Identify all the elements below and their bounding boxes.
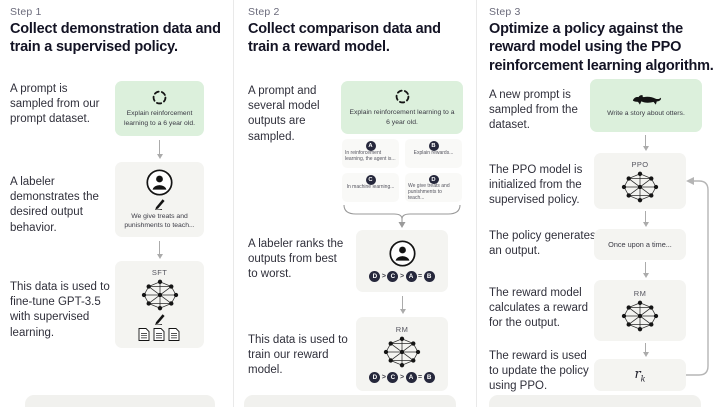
output-cell-a: A In reinforcement learning, the agent i…: [342, 139, 399, 168]
output-text-d: We give treats and punishments to teach.…: [408, 183, 450, 202]
person-in-circle-icon: [388, 240, 416, 267]
step2-outputs-grid: A In reinforcement learning, the agent i…: [342, 139, 462, 202]
step1-caption-finetune: This data is used to fine-tune GPT-3.5 w…: [10, 281, 110, 339]
rank-badge: C: [387, 372, 399, 383]
rank-separator: =: [418, 374, 423, 381]
step3-caption-update: The reward is used to update the policy …: [489, 350, 589, 393]
step2-rm-model-box: RM D > C > A = B: [356, 317, 448, 391]
rank-badge: A: [405, 372, 417, 383]
step3-prompt-box: Write a story about otters.: [590, 79, 702, 132]
rank-separator: >: [399, 273, 405, 280]
step3-title: Optimize a policy against the reward mod…: [489, 21, 714, 74]
step3-caption-output: The policy generates an output.: [489, 230, 596, 258]
rank-separator: >: [381, 374, 386, 381]
output-cell-c: C In machine learning...: [342, 173, 399, 202]
rank-badge: D: [369, 271, 381, 282]
step1-prompt-text: Explain reinforcement learning to a 6 ye…: [123, 110, 196, 127]
rank-badge: C: [387, 271, 399, 282]
step3-reward-box: rk: [594, 359, 686, 391]
output-cell-d: D We give treats and punishments to teac…: [405, 173, 462, 202]
rank-badge: B: [423, 271, 435, 282]
otter-icon: [630, 92, 662, 107]
pencil-icon: [154, 198, 166, 210]
rank-badge: D: [369, 372, 381, 383]
output-text-a: In reinforcement learning, the agent is.…: [345, 150, 396, 162]
step3-output-box: Once upon a time...: [594, 229, 686, 260]
step3-caption-init: The PPO model is initialized from the su…: [489, 164, 583, 207]
pencil-icon: [154, 313, 166, 325]
output-text-b: Explain rewards...: [413, 150, 454, 156]
rank-separator: >: [381, 273, 386, 280]
step1-caption-prompt: A prompt is sampled from our prompt data…: [10, 83, 100, 126]
step2-label: Step 2: [248, 6, 280, 18]
sample-refresh-icon: [394, 88, 411, 105]
step1-column: Step 1 Collect demonstration data and tr…: [0, 0, 234, 407]
neural-network-icon: [141, 279, 179, 311]
feedback-loop-arrow: [686, 177, 709, 376]
output-badge-b: B: [428, 141, 439, 151]
output-cell-b: B Explain rewards...: [405, 139, 462, 168]
step3-caption-reward: The reward model calculates a reward for…: [489, 287, 589, 330]
next-section-box-edge: [244, 395, 456, 407]
step2-column: Step 2 Collect comparison data and train…: [234, 0, 477, 407]
next-section-box-edge: [25, 395, 215, 407]
step1-caption-labeler: A labeler demonstrates the desired outpu…: [10, 176, 99, 234]
sample-refresh-icon: [151, 89, 168, 106]
step2-prompt-box: Explain reinforcement learning to a 6 ye…: [341, 81, 463, 134]
neural-network-icon: [383, 336, 421, 368]
rank-badge: B: [423, 372, 435, 383]
documents-icon: [138, 327, 182, 342]
step2-caption-prompt: A prompt and several model outputs are s…: [248, 85, 320, 143]
step1-label: Step 1: [10, 6, 42, 18]
output-text-c: In machine learning...: [346, 184, 395, 190]
step2-caption-rank: A labeler ranks the outputs from best to…: [248, 238, 344, 281]
reward-symbol: rk: [634, 366, 646, 384]
ranking-row: D > C > A = B: [369, 372, 435, 383]
step3-column: Step 3 Optimize a policy against the rew…: [477, 0, 720, 407]
step3-ppo-model-box: PPO: [594, 153, 686, 209]
output-badge-d: D: [428, 175, 439, 185]
step2-title: Collect comparison data and train a rewa…: [248, 21, 441, 56]
arrow-down-icon: [155, 140, 164, 159]
step3-caption-prompt: A new prompt is sampled from the dataset…: [489, 89, 578, 132]
rank-separator: =: [418, 273, 423, 280]
step3-prompt-text: Write a story about otters.: [607, 110, 685, 118]
step2-prompt-text: Explain reinforcement learning to a 6 ye…: [349, 109, 455, 126]
step1-prompt-box: Explain reinforcement learning to a 6 ye…: [115, 81, 204, 136]
output-badge-c: C: [365, 175, 376, 185]
step1-sft-model-box: SFT: [115, 261, 204, 348]
rm-label: RM: [633, 289, 647, 298]
rank-badge: A: [405, 271, 417, 282]
rm-label: RM: [395, 325, 409, 334]
neural-network-icon: [621, 171, 659, 203]
step1-title: Collect demonstration data and train a s…: [10, 21, 221, 56]
rank-separator: >: [399, 374, 405, 381]
step2-labeler-rank-box: D > C > A = B: [356, 230, 448, 292]
step3-output-text: Once upon a time...: [608, 239, 672, 249]
neural-network-icon: [621, 300, 659, 332]
person-in-circle-icon: [146, 169, 173, 196]
step1-labeler-text: We give treats and punishments to teach.…: [124, 212, 195, 229]
next-section-box-edge: [489, 395, 701, 407]
step2-caption-train: This data is used to train our reward mo…: [248, 334, 348, 377]
step3-rm-model-box: RM: [594, 280, 686, 341]
curly-brace-icon: [343, 204, 461, 228]
output-badge-a: A: [365, 141, 376, 151]
sft-label: SFT: [151, 267, 168, 277]
arrow-down-icon: [155, 241, 164, 259]
step1-labeler-box: We give treats and punishments to teach.…: [115, 162, 204, 237]
ppo-label: PPO: [631, 159, 649, 169]
arrow-down-icon: [398, 296, 407, 314]
ranking-row: D > C > A = B: [369, 271, 435, 282]
step3-label: Step 3: [489, 6, 521, 18]
